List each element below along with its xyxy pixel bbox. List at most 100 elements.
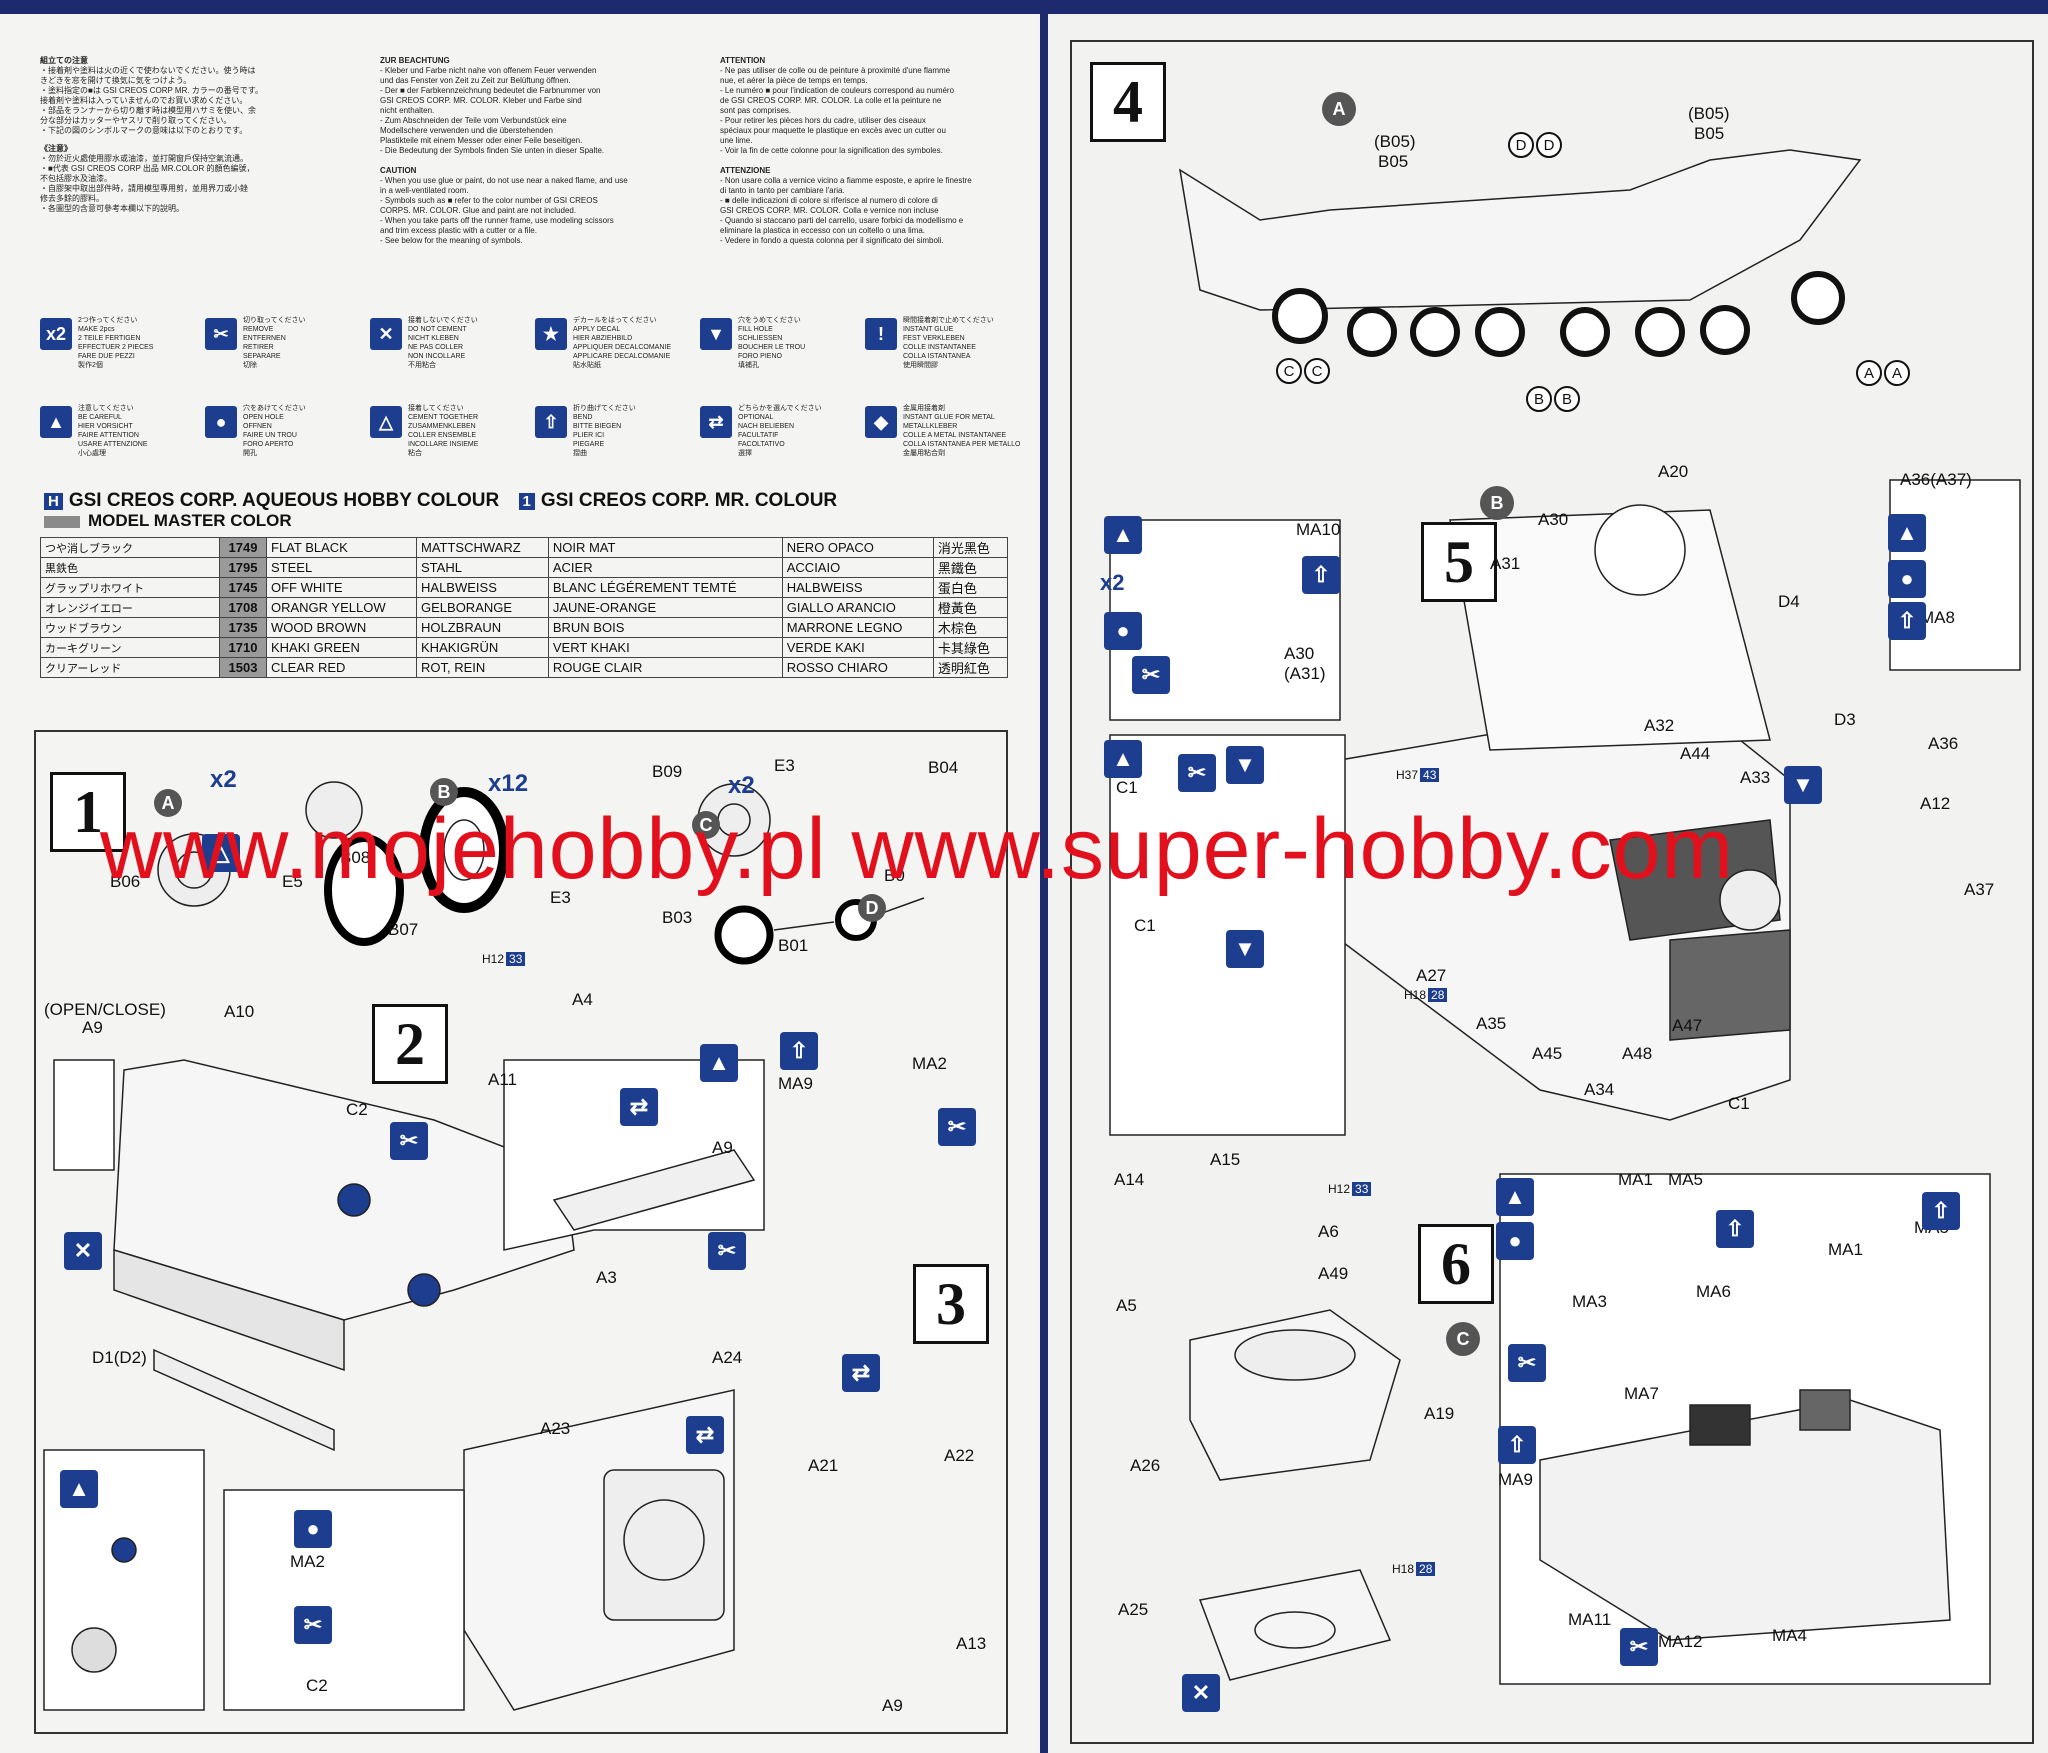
en-title: CAUTION — [380, 166, 417, 175]
instruction-line: - Symbols such as ■ refer to the color n… — [380, 196, 598, 205]
symbol-text-line: BOUCHER LE TROU — [738, 344, 806, 351]
symbol-text-line: NE PAS COLLER — [408, 344, 464, 351]
label-b05-2: B05 — [1694, 124, 1725, 143]
symbol-text-line: 不用粘合 — [408, 362, 436, 369]
paint-cell-en: KHAKI GREEN — [265, 637, 418, 658]
symbol-text-line: 小心處理 — [78, 450, 106, 457]
symbol-text-line: COLLA ISTANTANEA PER METALLO — [903, 441, 1021, 448]
paint-cell-code: 1749 — [219, 537, 267, 558]
fill-hole-icon-s5c: ▼ — [1784, 766, 1822, 804]
remove-icon-inset3: ✂ — [294, 1606, 332, 1644]
symbol-text-line: PLIER ICI — [573, 432, 605, 439]
instruction-line: きどきを窓を開けて換気に気をつけよう。 — [40, 76, 192, 85]
symbol-text-line: 製作2個 — [78, 362, 103, 369]
paint-cell-de: MATTSCHWARZ — [416, 537, 549, 558]
paint-cell-fr: ACIER — [547, 557, 783, 578]
symbol-text-line: ENTFERNEN — [243, 335, 286, 342]
instruction-line: ・各圖型的含意可參考本欄以下的說明。 — [40, 204, 184, 213]
instruction-line: - Vedere in fondo a questa colonna per i… — [720, 236, 944, 245]
paint-cell-en: STEEL — [265, 557, 418, 578]
label-a25: A25 — [1118, 1600, 1149, 1619]
paint-cell-en: FLAT BLACK — [265, 537, 418, 558]
label-e3: E3 — [550, 888, 571, 907]
label-a6: A6 — [1318, 1222, 1339, 1241]
paint-cell-de: ROT, REIN — [416, 657, 549, 678]
symbol-icon: ▼ — [700, 318, 732, 350]
instruction-line: ・勿於近火處使用膠水或油漆，並打開窗戶保持空氣流通。 — [40, 154, 248, 163]
label-ma9: MA9 — [778, 1074, 813, 1093]
symbol-text-line: HIER VORSICHT — [78, 423, 133, 430]
careful-icon-s5b: ▲ — [1888, 514, 1926, 552]
paint-cell-cn: 消光黑色 — [932, 537, 1009, 558]
instruction-line: nicht enthalten. — [380, 106, 435, 115]
symbol-text-line: INCOLLARE INSIEME — [408, 441, 479, 448]
bend-icon-s6c: ⇧ — [1498, 1426, 1536, 1464]
label-ma11: MA11 — [1568, 1610, 1612, 1629]
part-group-a-circle-s4: A — [1322, 92, 1356, 126]
symbol-text-line: 接着してください — [408, 405, 464, 412]
paint-cell-de: HOLZBRAUN — [416, 617, 549, 638]
symbol-icon: ★ — [535, 318, 567, 350]
label-ma6: MA6 — [1696, 1282, 1731, 1301]
label-a4: A4 — [572, 990, 593, 1009]
symbol-icon: ● — [205, 406, 237, 438]
label-c-2: C — [1304, 358, 1330, 384]
instruction-line: nue, et aérer la pièce de temps en temps… — [720, 76, 868, 85]
paint-cell-code: 1745 — [219, 577, 267, 598]
symbol-text-line: 2つ作ってください — [78, 317, 138, 324]
remove-icon-s5: ✂ — [1132, 656, 1170, 694]
model-master-header: MODEL MASTER COLOR — [44, 511, 292, 531]
symbol-text-line: FILL HOLE — [738, 326, 773, 333]
symbol-text-line: 切除 — [243, 362, 257, 369]
remove-icon-s6: ✂ — [1508, 1344, 1546, 1382]
label-a48: A48 — [1622, 1044, 1653, 1063]
bend-icon-s2: ⇧ — [780, 1032, 818, 1070]
symbol-text-line: 2 TEILE FERTIGEN — [78, 335, 141, 342]
paint-cell-it: ACCIAIO — [781, 557, 934, 578]
instruction-line: sont pas comprises. — [720, 106, 792, 115]
instruction-line: une lime. — [720, 136, 753, 145]
instruction-line: - When you use glue or paint, do not use… — [380, 176, 628, 185]
label-a21: A21 — [808, 1456, 839, 1475]
paint-cell-en: ORANGR YELLOW — [265, 597, 418, 618]
paint-cell-it: NERO OPACO — [781, 537, 934, 558]
instruction-line: 不包括膠水及油漆。 — [40, 174, 112, 183]
instruction-line: 修去多餘的膠料。 — [40, 194, 104, 203]
paint-cell-en: CLEAR RED — [265, 657, 418, 678]
instruction-line: CORPS. MR. COLOR. Glue and paint are not… — [380, 206, 577, 215]
symbol-text-line: INSTANT GLUE FOR METAL — [903, 414, 995, 421]
open-hole-icon-s6: ● — [1496, 1222, 1534, 1260]
paint-cell-en: WOOD BROWN — [265, 617, 418, 638]
right-page: 4 5 6 A B C (B05) B05 (B05) B05 D D C C … — [1048, 14, 2048, 1753]
model-master-swatch — [44, 515, 80, 528]
symbol-icon: x2 — [40, 318, 72, 350]
label-b06: B06 — [110, 872, 141, 891]
symbol-text-line: 開孔 — [243, 450, 257, 457]
cn-lines: ・勿於近火處使用膠水或油漆，並打開窗戶保持空氣流通。・■代表 GSI CREOS… — [40, 154, 340, 214]
label-c2-inset: C2 — [306, 1676, 328, 1695]
label-a24: A24 — [712, 1348, 743, 1367]
mr-label: GSI CREOS CORP. MR. COLOUR — [540, 490, 838, 511]
aqueous-badge: H — [44, 493, 63, 510]
paint-cell-jp: カーキグリーン — [40, 637, 220, 658]
paint-cell-jp: グラップリホワイト — [40, 577, 220, 598]
step-3-number: 3 — [913, 1264, 989, 1344]
label-ma10: MA10 — [1296, 520, 1341, 539]
label-a-2: A — [1884, 360, 1910, 386]
paint-cell-fr: NOIR MAT — [547, 537, 783, 558]
fill-hole-icon-s5b: ▼ — [1226, 930, 1264, 968]
label-a9-inset: A9 — [712, 1138, 733, 1157]
label-a32: A32 — [1644, 716, 1675, 735]
label-a45: A45 — [1532, 1044, 1563, 1063]
label-a12: A12 — [1920, 794, 1951, 813]
bend-icon-s6: ⇧ — [1922, 1192, 1960, 1230]
